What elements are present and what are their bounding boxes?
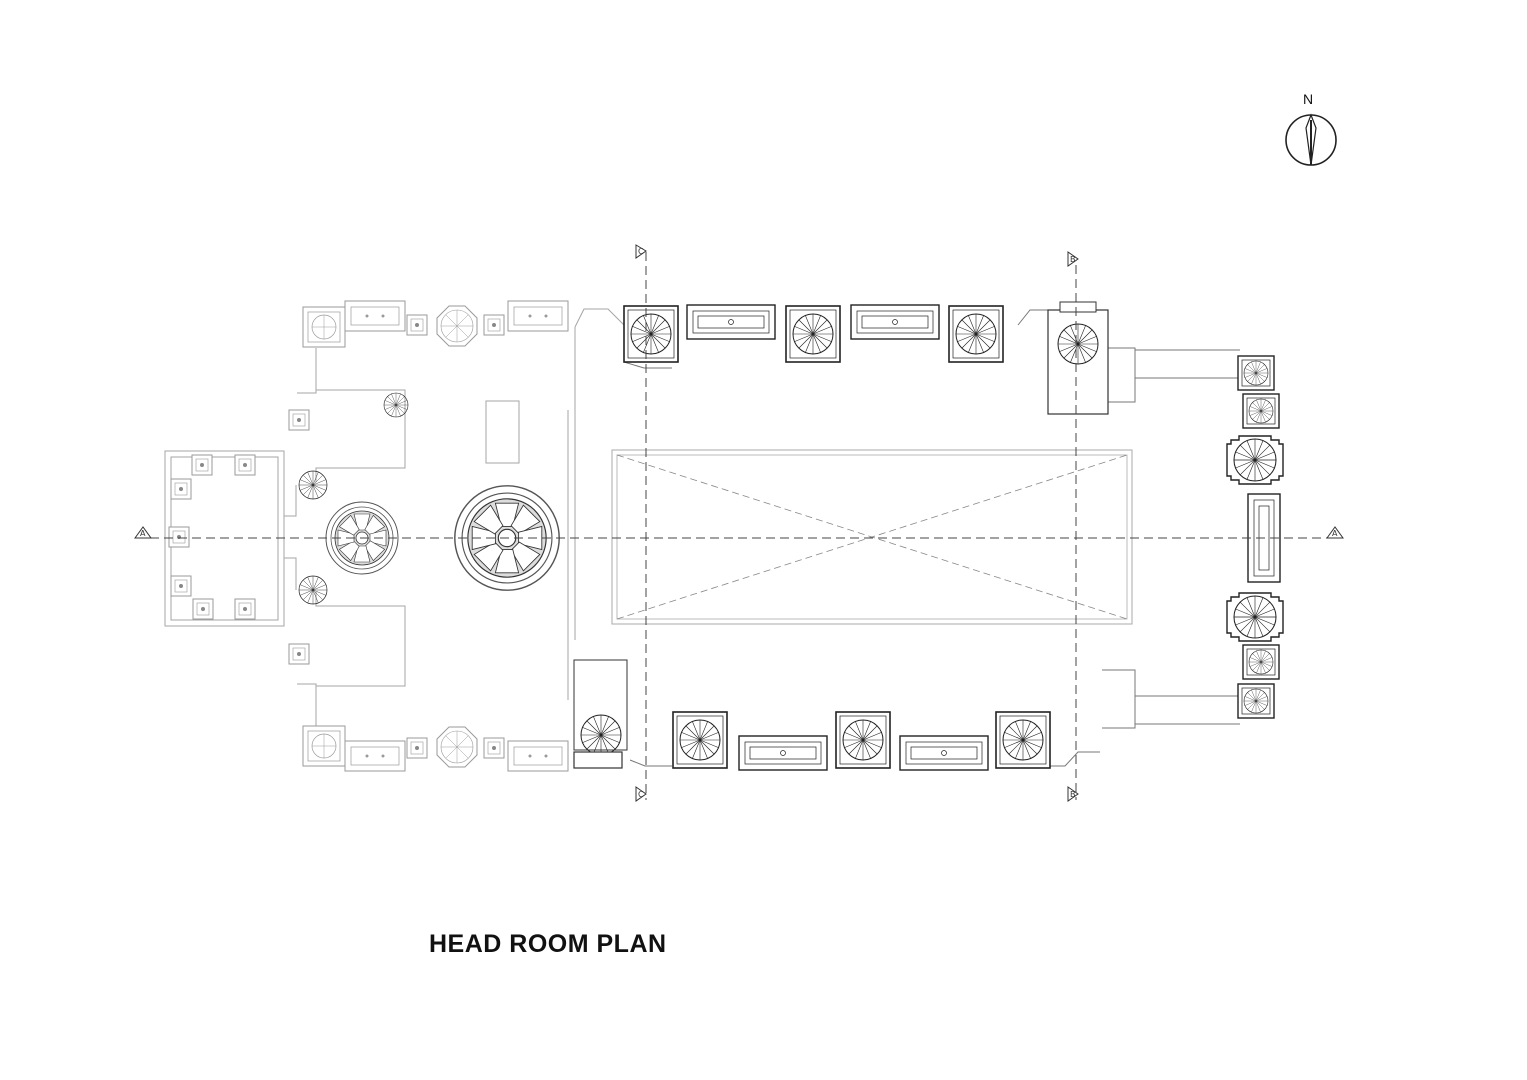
- north-arrow-icon: [1285, 113, 1337, 166]
- section-label-c-north: C: [638, 247, 644, 256]
- north-east-tower: [1047, 301, 1109, 415]
- central-hall: [611, 449, 1133, 625]
- drawing-title: HEAD ROOM PLAN: [429, 930, 667, 958]
- main-bottom-row: [673, 712, 1050, 771]
- left-bottom-row: [302, 725, 569, 772]
- left-top-row: [302, 300, 569, 348]
- south-west-tower: [573, 714, 623, 769]
- section-label-b-south: B: [1070, 790, 1076, 799]
- east-end: [1227, 356, 1283, 718]
- section-line-a: A A: [134, 526, 1344, 539]
- section-line-b: B B: [1067, 251, 1079, 802]
- section-line-c: C C: [635, 244, 647, 802]
- north-label: N: [1303, 91, 1314, 107]
- section-label-a-west: A: [140, 529, 146, 538]
- section-label-c-south: C: [638, 790, 644, 799]
- section-label-a-east: A: [1332, 529, 1338, 538]
- section-label-b-north: B: [1070, 255, 1076, 264]
- main-top-row: [624, 304, 1003, 362]
